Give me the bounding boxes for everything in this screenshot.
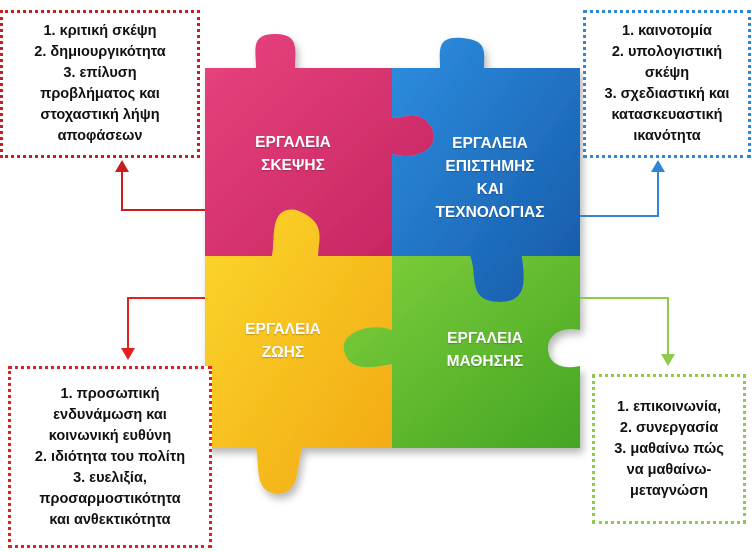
piece-label-line: ΕΡΓΑΛΕΙΑ bbox=[447, 330, 523, 347]
piece-label-science-technology: ΕΡΓΑΛΕΙΑ ΕΠΙΣΤΗΜΗΣ ΚΑΙ ΤΕΧΝΟΛΟΓΙΑΣ bbox=[410, 132, 570, 224]
box-line: να μαθαίνω- bbox=[626, 461, 712, 478]
piece-label-line: ΖΩΗΣ bbox=[261, 344, 305, 361]
piece-label-line: ΤΕΧΝΟΛΟΓΙΑΣ bbox=[435, 204, 545, 221]
box-line: 1. κριτική σκέψη bbox=[43, 23, 157, 39]
connector-top-left bbox=[121, 168, 205, 211]
puzzle-piece-science-technology bbox=[392, 37, 580, 303]
box-line: 2. ιδιότητα του πολίτη bbox=[34, 448, 186, 465]
box-line: αποφάσεων bbox=[57, 128, 143, 144]
box-line: 2. υπολογιστική bbox=[611, 44, 723, 60]
box-line: σκέψη bbox=[644, 65, 690, 81]
box-line: 3. σχεδιαστική και bbox=[604, 86, 730, 102]
thinking-skills-box: 1. κριτική σκέψη 2. δημιουργικότητα 3. ε… bbox=[0, 10, 200, 158]
box-line: 3. ευελιξία, bbox=[73, 469, 147, 486]
science-technology-skills-box: 1. καινοτομία 2. υπολογιστική σκέψη 3. σ… bbox=[583, 10, 751, 158]
box-line: 1. επικοινωνία, bbox=[617, 398, 721, 415]
life-skills-box: 1. προσωπική ενδυνάμωση και κοινωνική ευ… bbox=[8, 366, 212, 548]
puzzle-piece-thinking bbox=[205, 34, 434, 256]
box-line: και ανθεκτικότητα bbox=[49, 511, 171, 528]
piece-label-thinking: ΕΡΓΑΛΕΙΑ ΣΚΕΨΗΣ bbox=[228, 131, 358, 177]
box-line: ικανότητα bbox=[633, 128, 701, 144]
box-line: κατασκευαστική bbox=[611, 107, 723, 123]
piece-label-line: ΕΡΓΑΛΕΙΑ bbox=[452, 135, 528, 152]
piece-label-line: ΕΠΙΣΤΗΜΗΣ bbox=[445, 158, 535, 175]
arrowhead-top-right bbox=[651, 160, 665, 172]
piece-label-line: ΕΡΓΑΛΕΙΑ bbox=[255, 134, 331, 151]
arrowhead-bottom-right bbox=[661, 354, 675, 366]
puzzle-piece-life bbox=[205, 209, 392, 494]
box-line: 2. δημιουργικότητα bbox=[34, 44, 166, 60]
box-line: μεταγνώση bbox=[630, 482, 708, 499]
box-line: 1. προσωπική bbox=[60, 385, 160, 402]
box-line: ενδυνάμωση και bbox=[53, 406, 167, 423]
learning-skills-box: 1. επικοινωνία, 2. συνεργασία 3. μαθαίνω… bbox=[592, 374, 746, 524]
connector-bottom-left bbox=[127, 297, 205, 350]
arrowhead-top-left bbox=[115, 160, 129, 172]
piece-label-line: ΣΚΕΨΗΣ bbox=[261, 157, 325, 174]
box-line: 3. επίλυση bbox=[63, 65, 137, 81]
box-line: προσαρμοστικότητα bbox=[39, 490, 181, 507]
piece-label-life: ΕΡΓΑΛΕΙΑ ΖΩΗΣ bbox=[218, 318, 348, 364]
box-line: προβλήματος και bbox=[40, 86, 160, 102]
arrowhead-bottom-left bbox=[121, 348, 135, 360]
piece-label-line: ΕΡΓΑΛΕΙΑ bbox=[245, 321, 321, 338]
connector-bottom-right bbox=[580, 297, 669, 356]
piece-label-line: ΜΑΘΗΣΗΣ bbox=[446, 353, 524, 370]
connector-top-right bbox=[580, 168, 659, 217]
box-line: 3. μαθαίνω πώς bbox=[614, 440, 724, 457]
box-line: 2. συνεργασία bbox=[619, 419, 719, 436]
box-line: στοχαστική λήψη bbox=[40, 107, 160, 123]
box-line: 1. καινοτομία bbox=[622, 23, 712, 39]
piece-label-learning: ΕΡΓΑΛΕΙΑ ΜΑΘΗΣΗΣ bbox=[410, 327, 560, 373]
box-line: κοινωνική ευθύνη bbox=[48, 427, 172, 444]
puzzle-piece-learning bbox=[343, 256, 580, 448]
piece-label-line: ΚΑΙ bbox=[476, 181, 504, 198]
